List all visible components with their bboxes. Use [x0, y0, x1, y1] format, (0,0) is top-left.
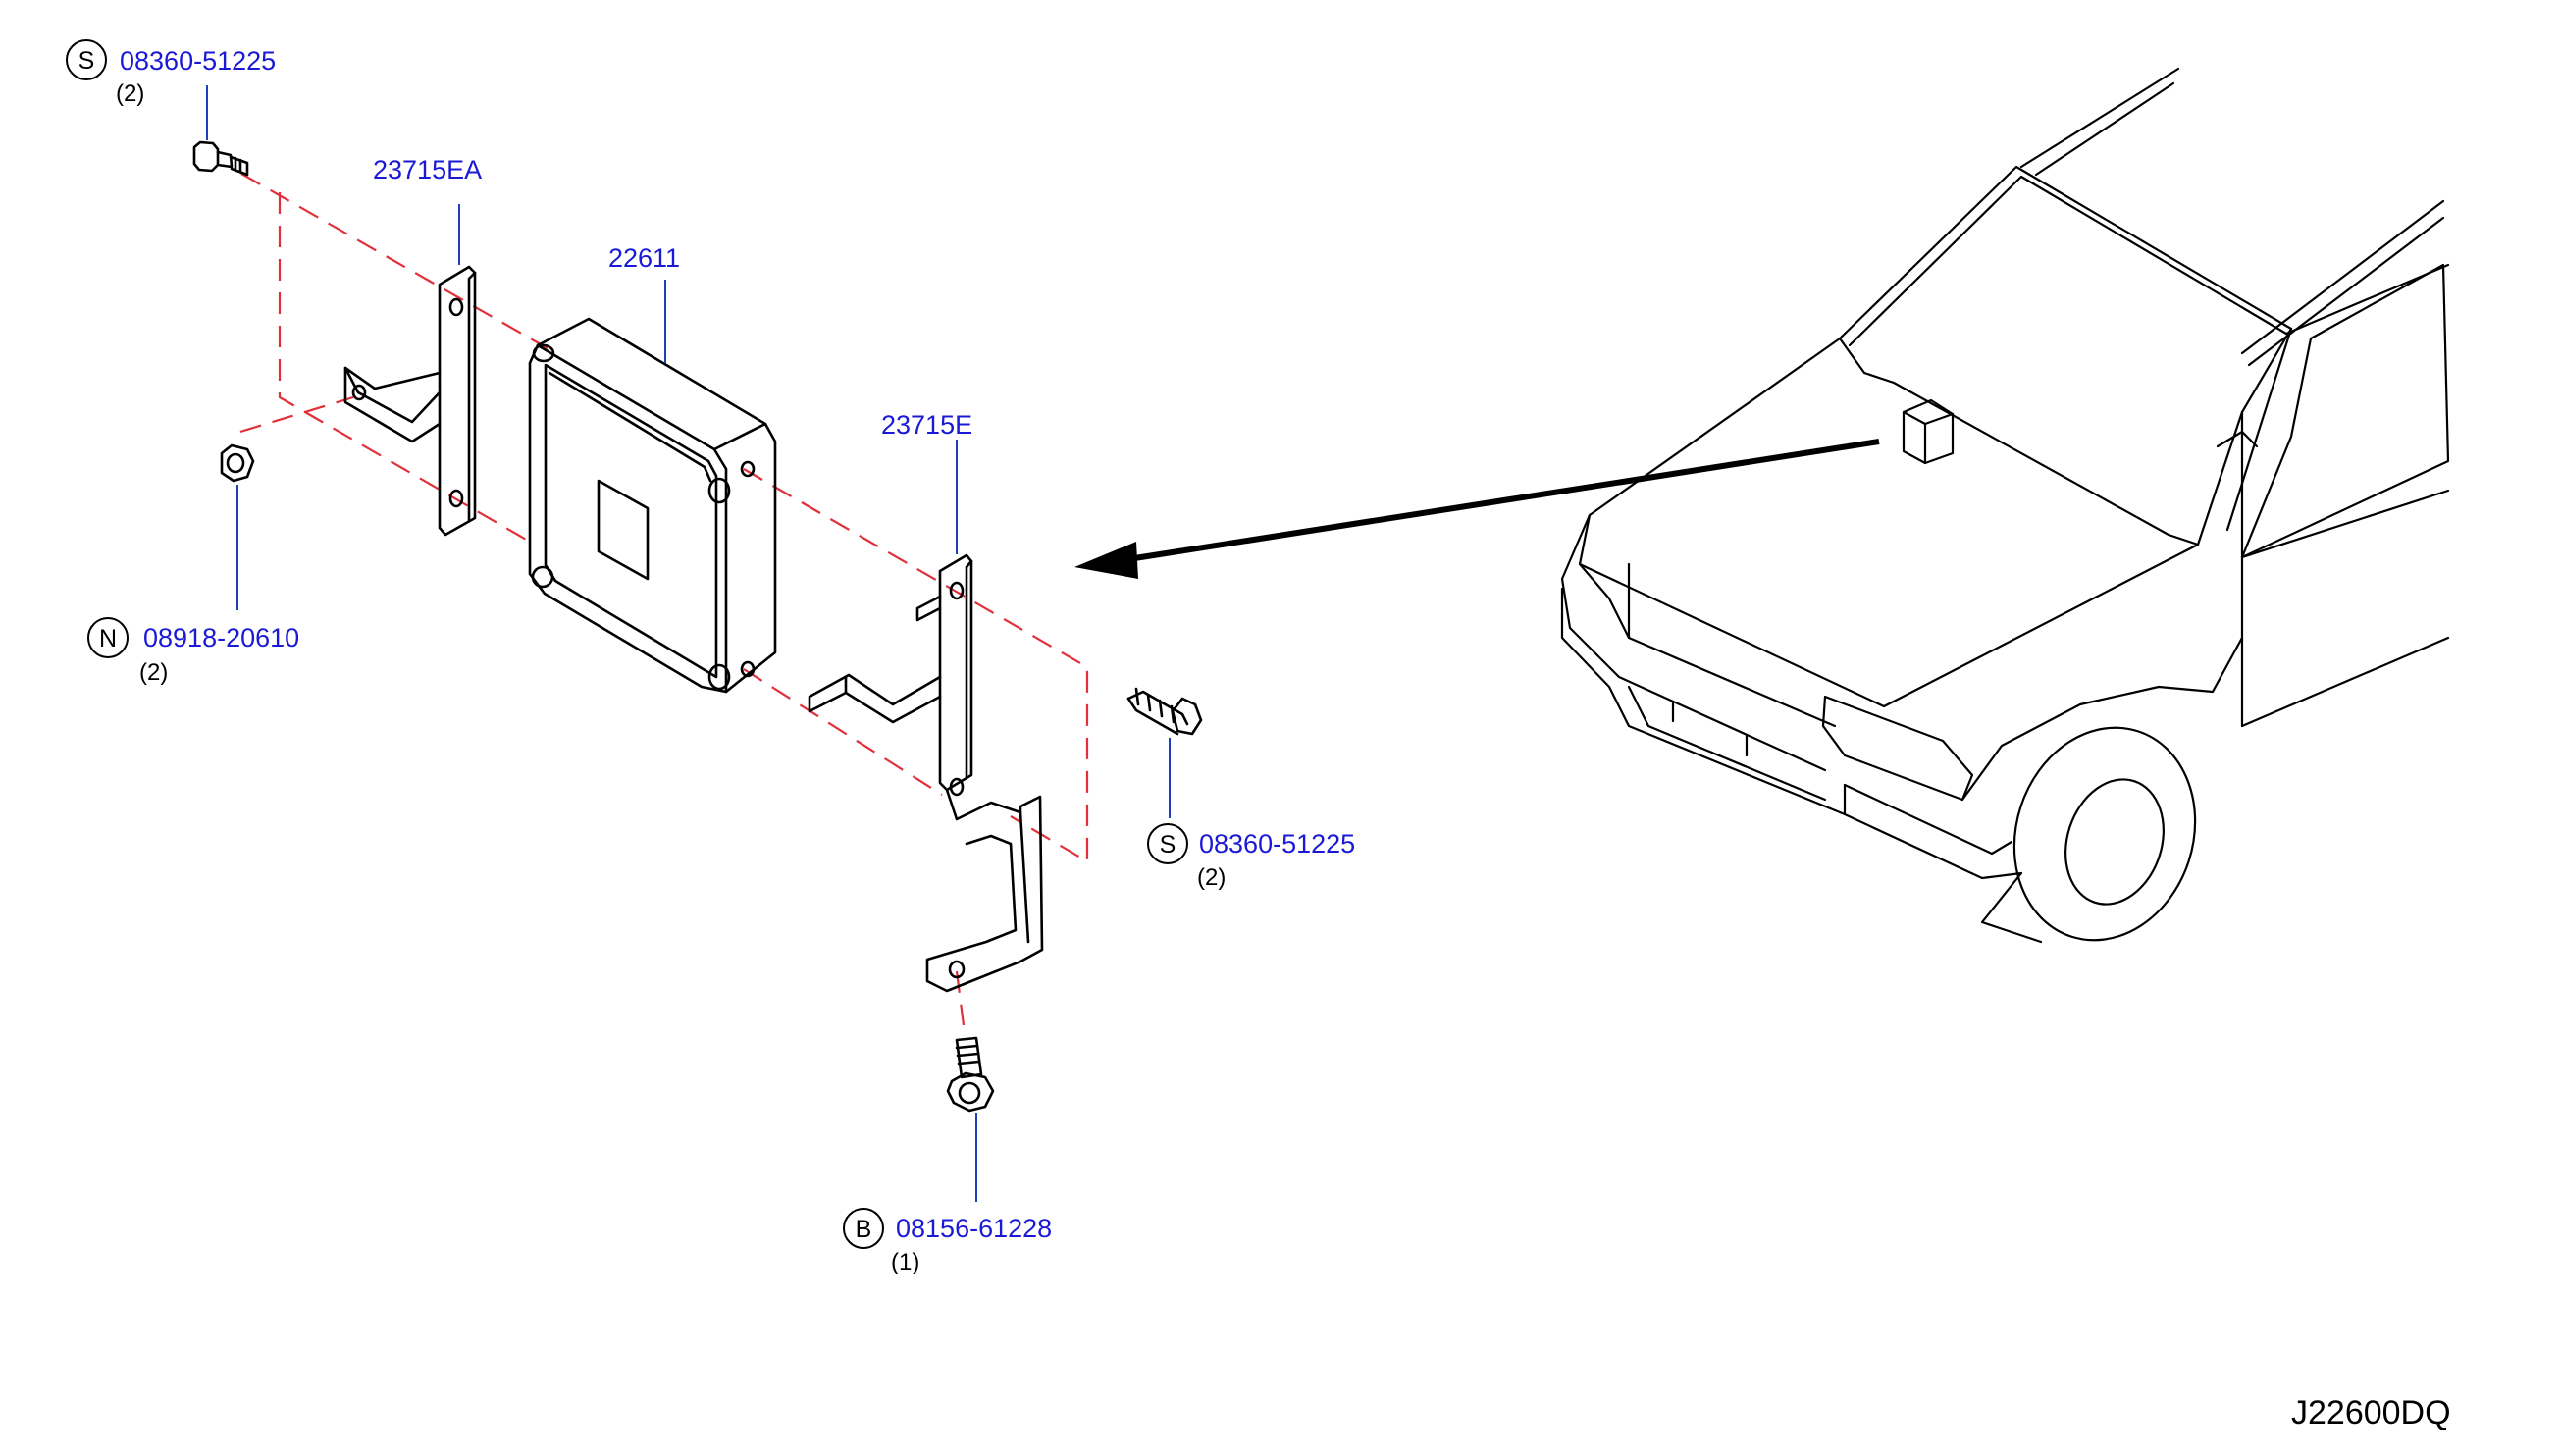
- prefix-letter: S: [1160, 831, 1176, 858]
- quantity-bolt-right: (2): [1197, 864, 1226, 891]
- bolt-bottom: [946, 1036, 995, 1113]
- alignment-lines: [239, 173, 1089, 1026]
- bracket-right: [808, 553, 1044, 993]
- prefix-circle: [1147, 823, 1188, 864]
- prefix-circle: [87, 617, 129, 658]
- quantity-bolt-top: (2): [116, 80, 144, 107]
- part-number-bracket-right: 23715E: [881, 410, 972, 440]
- callout-bolt-bottom: B 08156-61228 (1): [843, 1208, 1052, 1275]
- nut: [220, 443, 255, 483]
- part-number-nut: 08918-20610: [143, 623, 299, 652]
- part-number-bolt-top: 08360-51225: [120, 46, 276, 76]
- bracket-left: [343, 265, 477, 537]
- bolt-top: [192, 140, 249, 177]
- part-number-bracket-left: 23715EA: [373, 155, 482, 184]
- part-number-control-unit: 22611: [608, 243, 680, 273]
- part-number-bolt-right: 08360-51225: [1199, 829, 1355, 858]
- quantity-nut: (2): [139, 659, 168, 686]
- bolt-right: [1126, 687, 1203, 736]
- prefix-circle: [843, 1208, 884, 1249]
- control-unit: [528, 317, 777, 694]
- figure-code: J22600DQ: [2291, 1394, 2451, 1431]
- prefix-circle: [66, 39, 107, 80]
- location-arrow: [1074, 439, 1880, 579]
- vehicle-illustration: [1560, 67, 2450, 944]
- part-number-bolt-bottom: 08156-61228: [896, 1214, 1052, 1243]
- callout-bolt-top: S 08360-51225 (2): [66, 39, 276, 107]
- quantity-bolt-bottom: (1): [891, 1249, 919, 1275]
- prefix-letter: S: [78, 47, 95, 75]
- prefix-letter: B: [856, 1216, 872, 1243]
- prefix-letter: N: [99, 625, 117, 652]
- callout-nut: N 08918-20610 (2): [87, 617, 299, 686]
- callout-bolt-right: S 08360-51225 (2): [1147, 823, 1355, 891]
